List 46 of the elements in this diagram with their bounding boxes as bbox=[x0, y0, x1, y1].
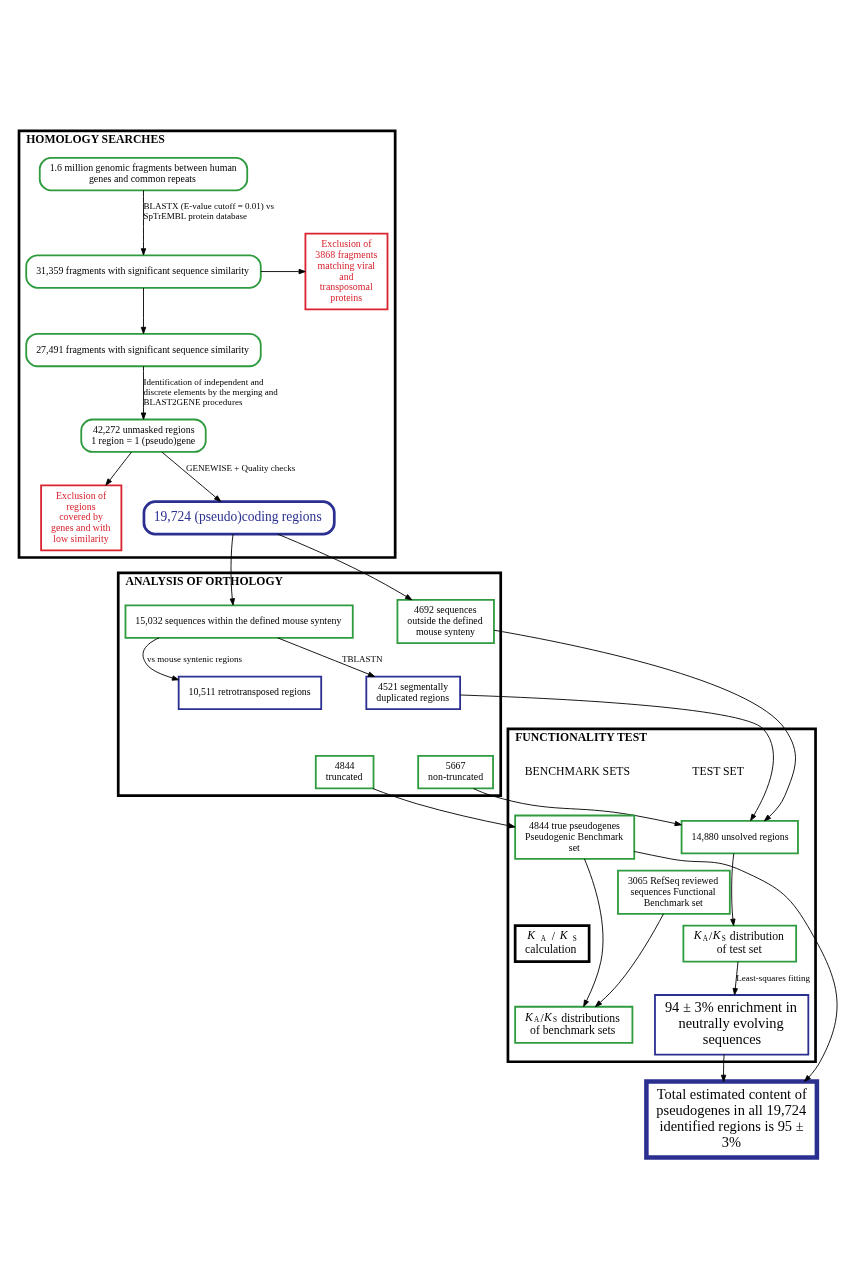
node-box: 1.6 million genomic fragments between human genes and common repeats bbox=[38, 156, 249, 191]
label: BENCHMARK SETS bbox=[524, 764, 630, 778]
node-box: 4844 truncated bbox=[314, 754, 375, 789]
node-box: 4844 true pseudogenes Pseudogenic Benchmark set bbox=[514, 814, 636, 860]
node-box: 5667 non-truncated bbox=[417, 754, 494, 789]
edge-label: Least-squares fitting bbox=[736, 972, 811, 983]
node-box: 4521 segmentally duplicated regions bbox=[365, 675, 461, 710]
arrow bbox=[493, 629, 796, 821]
node-box: Total estimated content of pseudogenes in all 19,724 identified regions is 95 ± 3% bbox=[644, 1078, 820, 1160]
arrow bbox=[595, 912, 664, 1007]
arrow bbox=[277, 533, 413, 600]
arrow bbox=[459, 694, 774, 821]
arrow bbox=[140, 189, 147, 255]
arrow bbox=[583, 858, 604, 1007]
arrow bbox=[161, 451, 222, 502]
node-box: 94 ± 3% enrichment in neutrally evolving sequences bbox=[654, 993, 810, 1055]
node-box: 19,724 (pseudo)coding regions bbox=[142, 499, 336, 535]
arrow bbox=[105, 451, 132, 486]
edge-label: GENEWISE + Quality checks bbox=[185, 462, 296, 473]
arrow bbox=[277, 636, 376, 677]
arrow bbox=[142, 636, 180, 681]
arrow bbox=[732, 960, 739, 995]
node-box: 31,359 fragments with significant sequence similarity bbox=[25, 253, 262, 289]
arrow bbox=[140, 287, 147, 334]
arrow bbox=[140, 365, 147, 420]
node-box: 14,880 unsolved regions bbox=[680, 819, 799, 854]
arrow bbox=[229, 533, 235, 605]
arrow bbox=[260, 268, 306, 274]
edge-label: BLASTX (E-value cutoff = 0.01) vs SpTrEMBL protein database bbox=[143, 200, 275, 221]
node-box: 3065 RefSeq reviewed sequences Functional Benchmark set bbox=[617, 869, 731, 915]
edge-label: Identification of independent and discrete elements by the merging and BLAST2GENE procedures bbox=[143, 376, 278, 407]
node-box: 4692 sequences outside the defined mouse synteny bbox=[396, 598, 495, 644]
node-box: 15,032 sequences within the defined mouse synteny bbox=[124, 603, 354, 639]
node-box: Exclusion of 3868 fragments matching viral and transposomal proteins bbox=[304, 232, 389, 310]
arrow bbox=[720, 1053, 727, 1082]
arrow bbox=[633, 850, 838, 1082]
arrow bbox=[372, 787, 516, 828]
edge-label: vs mouse syntenic regions bbox=[147, 653, 243, 664]
node-box: 10,511 retrotransposed regions bbox=[177, 675, 323, 710]
node-box: 27,491 fragments with significant sequence similarity bbox=[25, 332, 262, 367]
node-box: Exclusion of regions covered by genes and with low similarity bbox=[40, 483, 123, 551]
label: TEST SET bbox=[692, 764, 744, 778]
arrow bbox=[473, 787, 682, 826]
edge-label: TBLASTN bbox=[341, 653, 383, 664]
arrow bbox=[730, 852, 736, 926]
node-box: 42,272 unmasked regions 1 region = 1 (pseudo)gene bbox=[80, 418, 207, 453]
